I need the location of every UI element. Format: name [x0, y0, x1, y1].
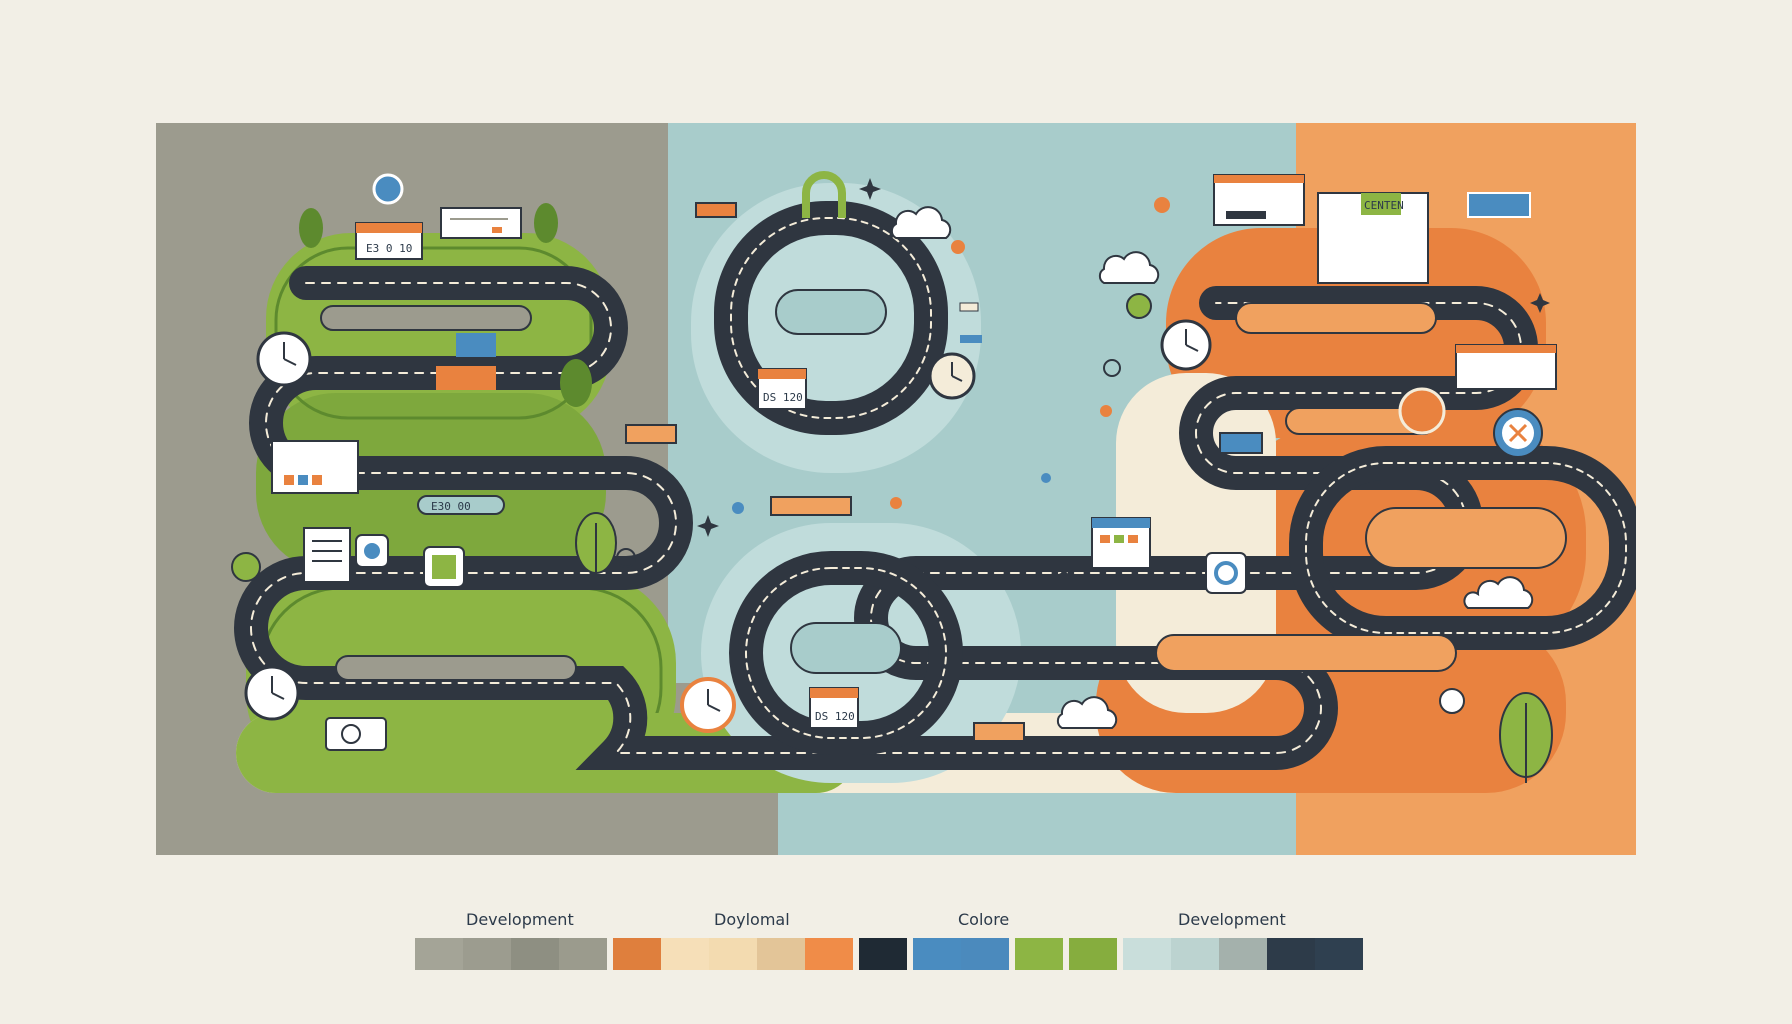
color-swatch — [1315, 938, 1363, 970]
color-swatch — [661, 938, 709, 970]
camera-icon — [325, 717, 387, 751]
legend-label-colore: Colore — [958, 910, 1010, 929]
legend-label-development-2: Development — [1178, 910, 1286, 929]
marker-bar — [695, 202, 737, 218]
tag-bottom-calendar: DS 120 — [815, 710, 855, 723]
sign-board — [960, 335, 982, 343]
color-swatch — [913, 938, 961, 970]
compass-icon — [1493, 408, 1543, 458]
tag-center-calendar: DS 120 — [763, 391, 803, 404]
note-card — [271, 440, 359, 494]
color-swatch — [511, 938, 559, 970]
cloud-icon — [1056, 696, 1118, 729]
color-swatch — [1069, 938, 1117, 970]
roadmap-illustration: E3 0 10 DS 120 DS 120 CENTEN — [156, 123, 1636, 855]
location-pin-icon — [1205, 552, 1247, 594]
decor-dots — [231, 197, 1465, 714]
color-swatch — [805, 938, 853, 970]
leaf-icon — [1499, 692, 1553, 783]
color-swatch — [613, 938, 661, 970]
calendar-icon — [1091, 517, 1151, 569]
color-swatch — [1171, 938, 1219, 970]
sign-board — [1467, 192, 1531, 218]
compass-icon — [1398, 387, 1446, 435]
color-swatch — [1267, 938, 1315, 970]
calendar-icon: DS 120 — [809, 687, 859, 729]
color-swatch — [463, 938, 511, 970]
cloud-icon — [1463, 576, 1534, 609]
lock-icon — [802, 171, 846, 218]
tag-left-mid: E30 00 — [431, 500, 471, 513]
note-card — [440, 207, 522, 239]
sign-board — [959, 302, 979, 312]
calendar-icon: DS 120 — [757, 368, 807, 410]
roadmap-poster: E3 0 10 DS 120 DS 120 CENTEN — [156, 123, 1636, 855]
inner-pills — [320, 289, 1567, 681]
location-pin-icon — [355, 534, 389, 568]
tag-orange-calendar: CENTEN — [1364, 199, 1404, 212]
color-legend: Development Doylomal Colore Development — [0, 906, 1792, 1006]
legend-label-development: Development — [466, 910, 574, 929]
location-pin-icon — [423, 546, 465, 588]
compass-icon — [372, 173, 404, 205]
tag-left-top: E3 0 10 — [366, 242, 412, 255]
marker-bar — [770, 496, 852, 516]
clock-icon — [1160, 319, 1212, 371]
marker-bar — [973, 722, 1025, 742]
color-swatch — [415, 938, 463, 970]
color-swatch — [709, 938, 757, 970]
clock-icon — [928, 352, 976, 400]
road-sign: E30 00 — [417, 495, 505, 515]
note-card — [1213, 174, 1305, 226]
calendar-grid: CENTEN — [1317, 192, 1429, 284]
color-swatch — [859, 938, 907, 970]
road-center-line — [250, 282, 1522, 754]
sparkle-icon — [697, 178, 1550, 586]
color-swatch — [559, 938, 607, 970]
marker-bar — [436, 366, 496, 390]
legend-label-doylomal: Doylomal — [714, 910, 790, 929]
road-network — [234, 201, 1636, 770]
leaf-icon — [299, 203, 592, 407]
cloud-icon — [1098, 251, 1160, 284]
color-swatch — [757, 938, 805, 970]
color-swatch — [961, 938, 1009, 970]
color-swatch — [1123, 938, 1171, 970]
sign-board — [1219, 432, 1263, 454]
cloud-icon — [890, 206, 952, 239]
marker-bar — [625, 424, 677, 444]
sign-board — [456, 333, 496, 357]
color-swatch — [1219, 938, 1267, 970]
clock-icon — [244, 665, 300, 721]
document-icon — [303, 527, 351, 583]
swatch-row — [415, 938, 1363, 970]
clock-icon — [680, 677, 736, 733]
leaf-icon — [575, 512, 617, 583]
note-card — [1455, 344, 1557, 390]
calendar-icon: E3 0 10 — [355, 222, 423, 260]
color-swatch — [1015, 938, 1063, 970]
clock-icon — [256, 331, 312, 387]
